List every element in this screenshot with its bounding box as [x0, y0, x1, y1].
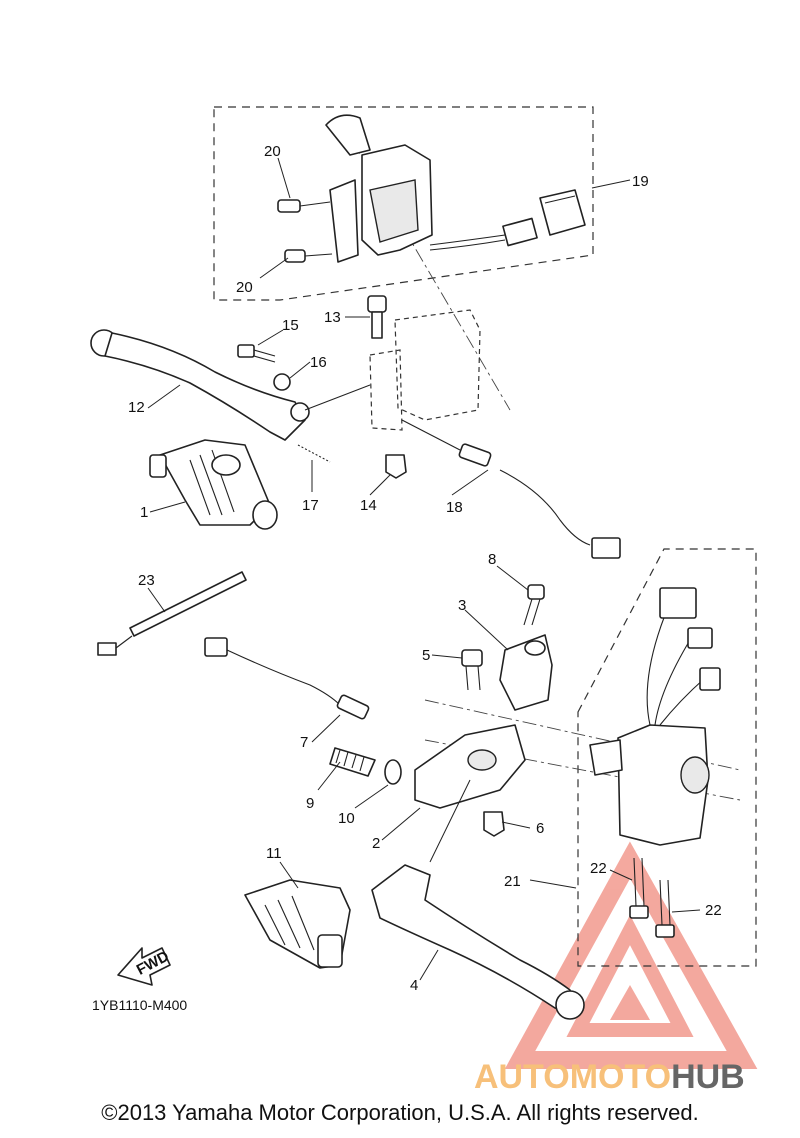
- bolt-5: [461, 649, 483, 691]
- callout-11: 11: [266, 845, 282, 862]
- wordmark-part2: HUB: [671, 1058, 745, 1096]
- handlebar-switch-21: [589, 587, 721, 846]
- fwd-arrow-icon: FWD: [117, 947, 172, 986]
- switch-group-box-21: [577, 548, 757, 967]
- spring-17: [297, 444, 331, 463]
- screw-20-bottom: [284, 249, 333, 263]
- callout-3: 3: [458, 597, 466, 614]
- lever-12: [90, 329, 310, 441]
- callout-22-right: 22: [705, 902, 722, 919]
- lever-holder-11: [244, 879, 351, 969]
- brake-switch-18: [401, 419, 621, 559]
- callout-17: 17: [302, 497, 319, 514]
- callout-5: 5: [422, 647, 430, 664]
- callout-18: 18: [446, 499, 463, 516]
- callout-20-bottom: 20: [236, 279, 253, 296]
- callout-13: 13: [324, 309, 341, 326]
- adjuster-9: [329, 747, 376, 777]
- callout-9: 9: [306, 795, 314, 812]
- copyright-notice: ©2013 Yamaha Motor Corporation, U.S.A. A…: [101, 1100, 699, 1125]
- lever-holder-1: [149, 439, 278, 530]
- callout-2: 2: [372, 835, 380, 852]
- callout-6: 6: [536, 820, 544, 837]
- callout-14: 14: [360, 497, 377, 514]
- callout-10: 10: [338, 810, 355, 827]
- master-cylinder-ghost: [369, 309, 481, 431]
- callout-20-top: 20: [264, 143, 281, 160]
- cable-tie-23: [97, 571, 247, 656]
- drawing-code: 1YB1110-M400: [92, 997, 187, 1013]
- callout-21: 21: [504, 873, 521, 890]
- nut-14: [385, 454, 407, 479]
- callout-16: 16: [310, 354, 327, 371]
- nut-16: [273, 373, 291, 391]
- callout-4: 4: [410, 977, 418, 994]
- washer-10: [384, 759, 402, 785]
- callout-15: 15: [282, 317, 299, 334]
- screw-22-right: [655, 879, 675, 938]
- callout-19: 19: [632, 173, 649, 190]
- clutch-switch-7: [204, 637, 370, 720]
- screw-20-top: [277, 199, 331, 213]
- automotohub-wordmark: AUTOMOTOHUB: [474, 1058, 745, 1096]
- lever-holder-2: [414, 724, 526, 809]
- callout-7: 7: [300, 734, 308, 751]
- switch-group-box: [213, 106, 594, 301]
- wordmark-part1: AUTOMOTO: [474, 1058, 671, 1096]
- bolt-8: [523, 584, 545, 626]
- lever-4: [371, 864, 585, 1020]
- bolt-15: [237, 344, 276, 363]
- handlebar-switch-19: [325, 114, 586, 263]
- nut-6: [483, 811, 505, 837]
- bolt-13: [367, 295, 387, 339]
- callout-22-left: 22: [590, 860, 607, 877]
- bracket-3: [499, 634, 553, 711]
- screw-22-left: [629, 857, 649, 919]
- callout-12: 12: [128, 399, 145, 416]
- callout-8: 8: [488, 551, 496, 568]
- callout-23: 23: [138, 572, 155, 589]
- callout-1: 1: [140, 504, 148, 521]
- automotohub-logo: [504, 841, 758, 1069]
